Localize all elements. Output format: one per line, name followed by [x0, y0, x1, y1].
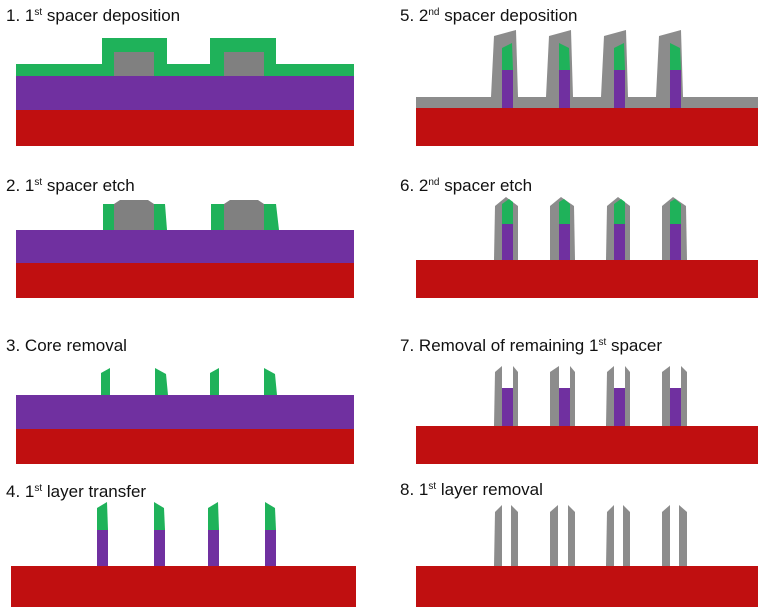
first-spacer — [265, 502, 276, 530]
first-spacer — [670, 199, 681, 224]
second-spacer — [625, 366, 630, 426]
core-mandrel — [114, 52, 154, 76]
step-8-label: 8. 1st layer removal — [400, 480, 543, 499]
step-1-label: 1. 1st spacer deposition — [6, 6, 181, 25]
second-spacer — [662, 505, 670, 566]
substrate-layer — [16, 429, 354, 464]
first-layer-line — [502, 70, 513, 108]
first-spacer — [101, 368, 110, 395]
first-layer-line — [614, 70, 625, 108]
panel-1 — [16, 38, 354, 146]
first-layer-line — [559, 70, 570, 108]
first-layer-line — [502, 224, 513, 260]
second-spacer — [511, 505, 518, 566]
substrate-layer — [416, 566, 758, 607]
second-spacer — [513, 366, 518, 426]
first-layer-line — [97, 530, 108, 566]
first-spacer — [614, 43, 625, 70]
first-spacer — [670, 43, 681, 70]
substrate-layer — [16, 110, 354, 146]
second-spacer — [606, 505, 614, 566]
second-spacer — [679, 505, 687, 566]
first-spacer — [208, 502, 219, 530]
step-4-label: 4. 1st layer transfer — [6, 482, 147, 501]
second-spacer — [606, 366, 614, 426]
substrate-layer — [416, 108, 758, 146]
second-spacer — [570, 366, 575, 426]
substrate-layer — [416, 260, 758, 298]
first-layer-line — [670, 224, 681, 260]
first-layer-line — [670, 70, 681, 108]
step-6-label: 6. 2nd spacer etch — [400, 176, 533, 195]
core-mandrel — [224, 200, 264, 230]
panel-5 — [416, 30, 758, 146]
first-layer-line — [670, 388, 681, 426]
first-spacer — [155, 368, 168, 395]
first-spacer — [502, 199, 513, 224]
first-spacer — [264, 368, 277, 395]
first-layer-line — [559, 388, 570, 426]
substrate-layer — [16, 263, 354, 298]
step-5-label: 5. 2nd spacer deposition — [400, 6, 578, 25]
second-spacer — [550, 366, 559, 426]
second-spacer — [494, 505, 502, 566]
second-spacer — [494, 366, 502, 426]
second-spacer — [681, 366, 687, 426]
first-spacer — [211, 204, 224, 230]
first-layer — [16, 76, 354, 110]
substrate-layer — [11, 566, 356, 607]
first-layer — [16, 395, 354, 429]
panel-6 — [416, 197, 758, 298]
panel-8 — [416, 505, 758, 607]
panel-7 — [416, 366, 758, 464]
first-spacer — [97, 502, 108, 530]
panel-4 — [11, 502, 356, 607]
first-spacer — [103, 204, 114, 230]
first-spacer — [264, 204, 279, 230]
first-layer-line — [614, 388, 625, 426]
first-layer-line — [154, 530, 165, 566]
step-7-label: 7. Removal of remaining 1st spacer — [400, 336, 662, 355]
first-spacer-film — [16, 38, 354, 76]
core-mandrel — [224, 52, 264, 76]
second-spacer — [550, 505, 558, 566]
first-spacer — [210, 368, 219, 395]
panel-3 — [16, 368, 354, 464]
second-spacer — [568, 505, 575, 566]
step-2-label: 2. 1st spacer etch — [6, 176, 135, 195]
first-spacer — [614, 199, 625, 224]
first-spacer — [154, 204, 167, 230]
first-layer-line — [502, 388, 513, 426]
first-spacer — [559, 199, 570, 224]
step-3-label: 3. Core removal — [6, 336, 127, 355]
substrate-layer — [416, 426, 758, 464]
first-layer-line — [265, 530, 276, 566]
panel-2 — [16, 200, 354, 298]
core-mandrel — [114, 200, 154, 230]
first-layer-line — [614, 224, 625, 260]
first-spacer — [502, 43, 513, 70]
first-layer-line — [208, 530, 219, 566]
first-spacer — [154, 502, 165, 530]
first-layer-line — [559, 224, 570, 260]
second-spacer — [662, 366, 670, 426]
first-spacer — [559, 43, 570, 70]
second-spacer — [623, 505, 630, 566]
second-spacer-film — [416, 30, 758, 108]
first-layer — [16, 230, 354, 263]
